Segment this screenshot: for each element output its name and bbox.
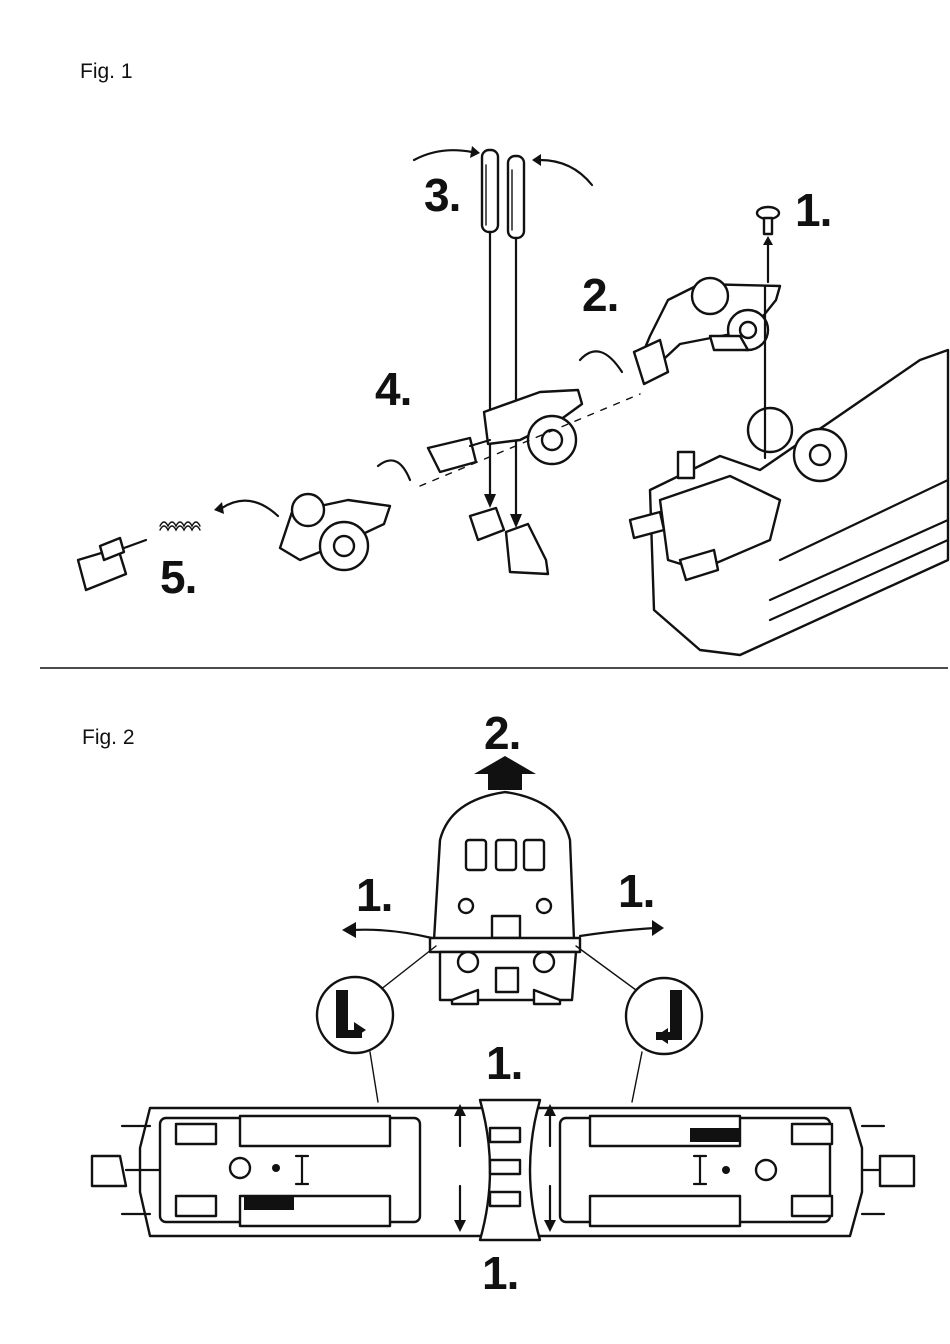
- arrow-icon: [378, 460, 410, 480]
- figure-1-drawing: [0, 0, 950, 670]
- screwdriver-icon: [482, 150, 498, 392]
- spring-icon: [160, 522, 200, 530]
- arrow-icon: [474, 756, 536, 790]
- figure-2-label: Fig. 2: [82, 726, 135, 750]
- arrow-icon: [454, 1104, 556, 1232]
- arrow-icon: [580, 351, 622, 372]
- fig2-step-1-center: 1.: [486, 1036, 522, 1090]
- fig2-step-2: 2.: [484, 706, 520, 760]
- arrow-icon: [580, 928, 656, 936]
- fig2-step-1-left: 1.: [356, 868, 392, 922]
- detail-magnifier-left: [317, 977, 393, 1053]
- fig2-step-1-bottom: 1.: [482, 1246, 518, 1300]
- fig2-step-1-right: 1.: [618, 864, 654, 918]
- detail-magnifier-right: [626, 978, 702, 1054]
- coupler-part: [470, 508, 548, 574]
- arrow-icon: [470, 146, 480, 158]
- arrow-icon: [352, 930, 432, 938]
- arrow-icon: [540, 160, 592, 185]
- locomotive-underside: [92, 1100, 914, 1240]
- arrow-icon: [532, 154, 541, 166]
- arrow-icon: [414, 150, 472, 160]
- bogie-part-left: [280, 494, 390, 570]
- screw-icon: [757, 207, 779, 282]
- arrow-icon: [222, 501, 278, 516]
- screwdriver-icon: [508, 156, 524, 392]
- bogie-part-2: [634, 278, 780, 384]
- coupler-part-5: [78, 538, 146, 590]
- bogie-part-4: [428, 390, 582, 472]
- locomotive-front-view: [430, 792, 580, 1004]
